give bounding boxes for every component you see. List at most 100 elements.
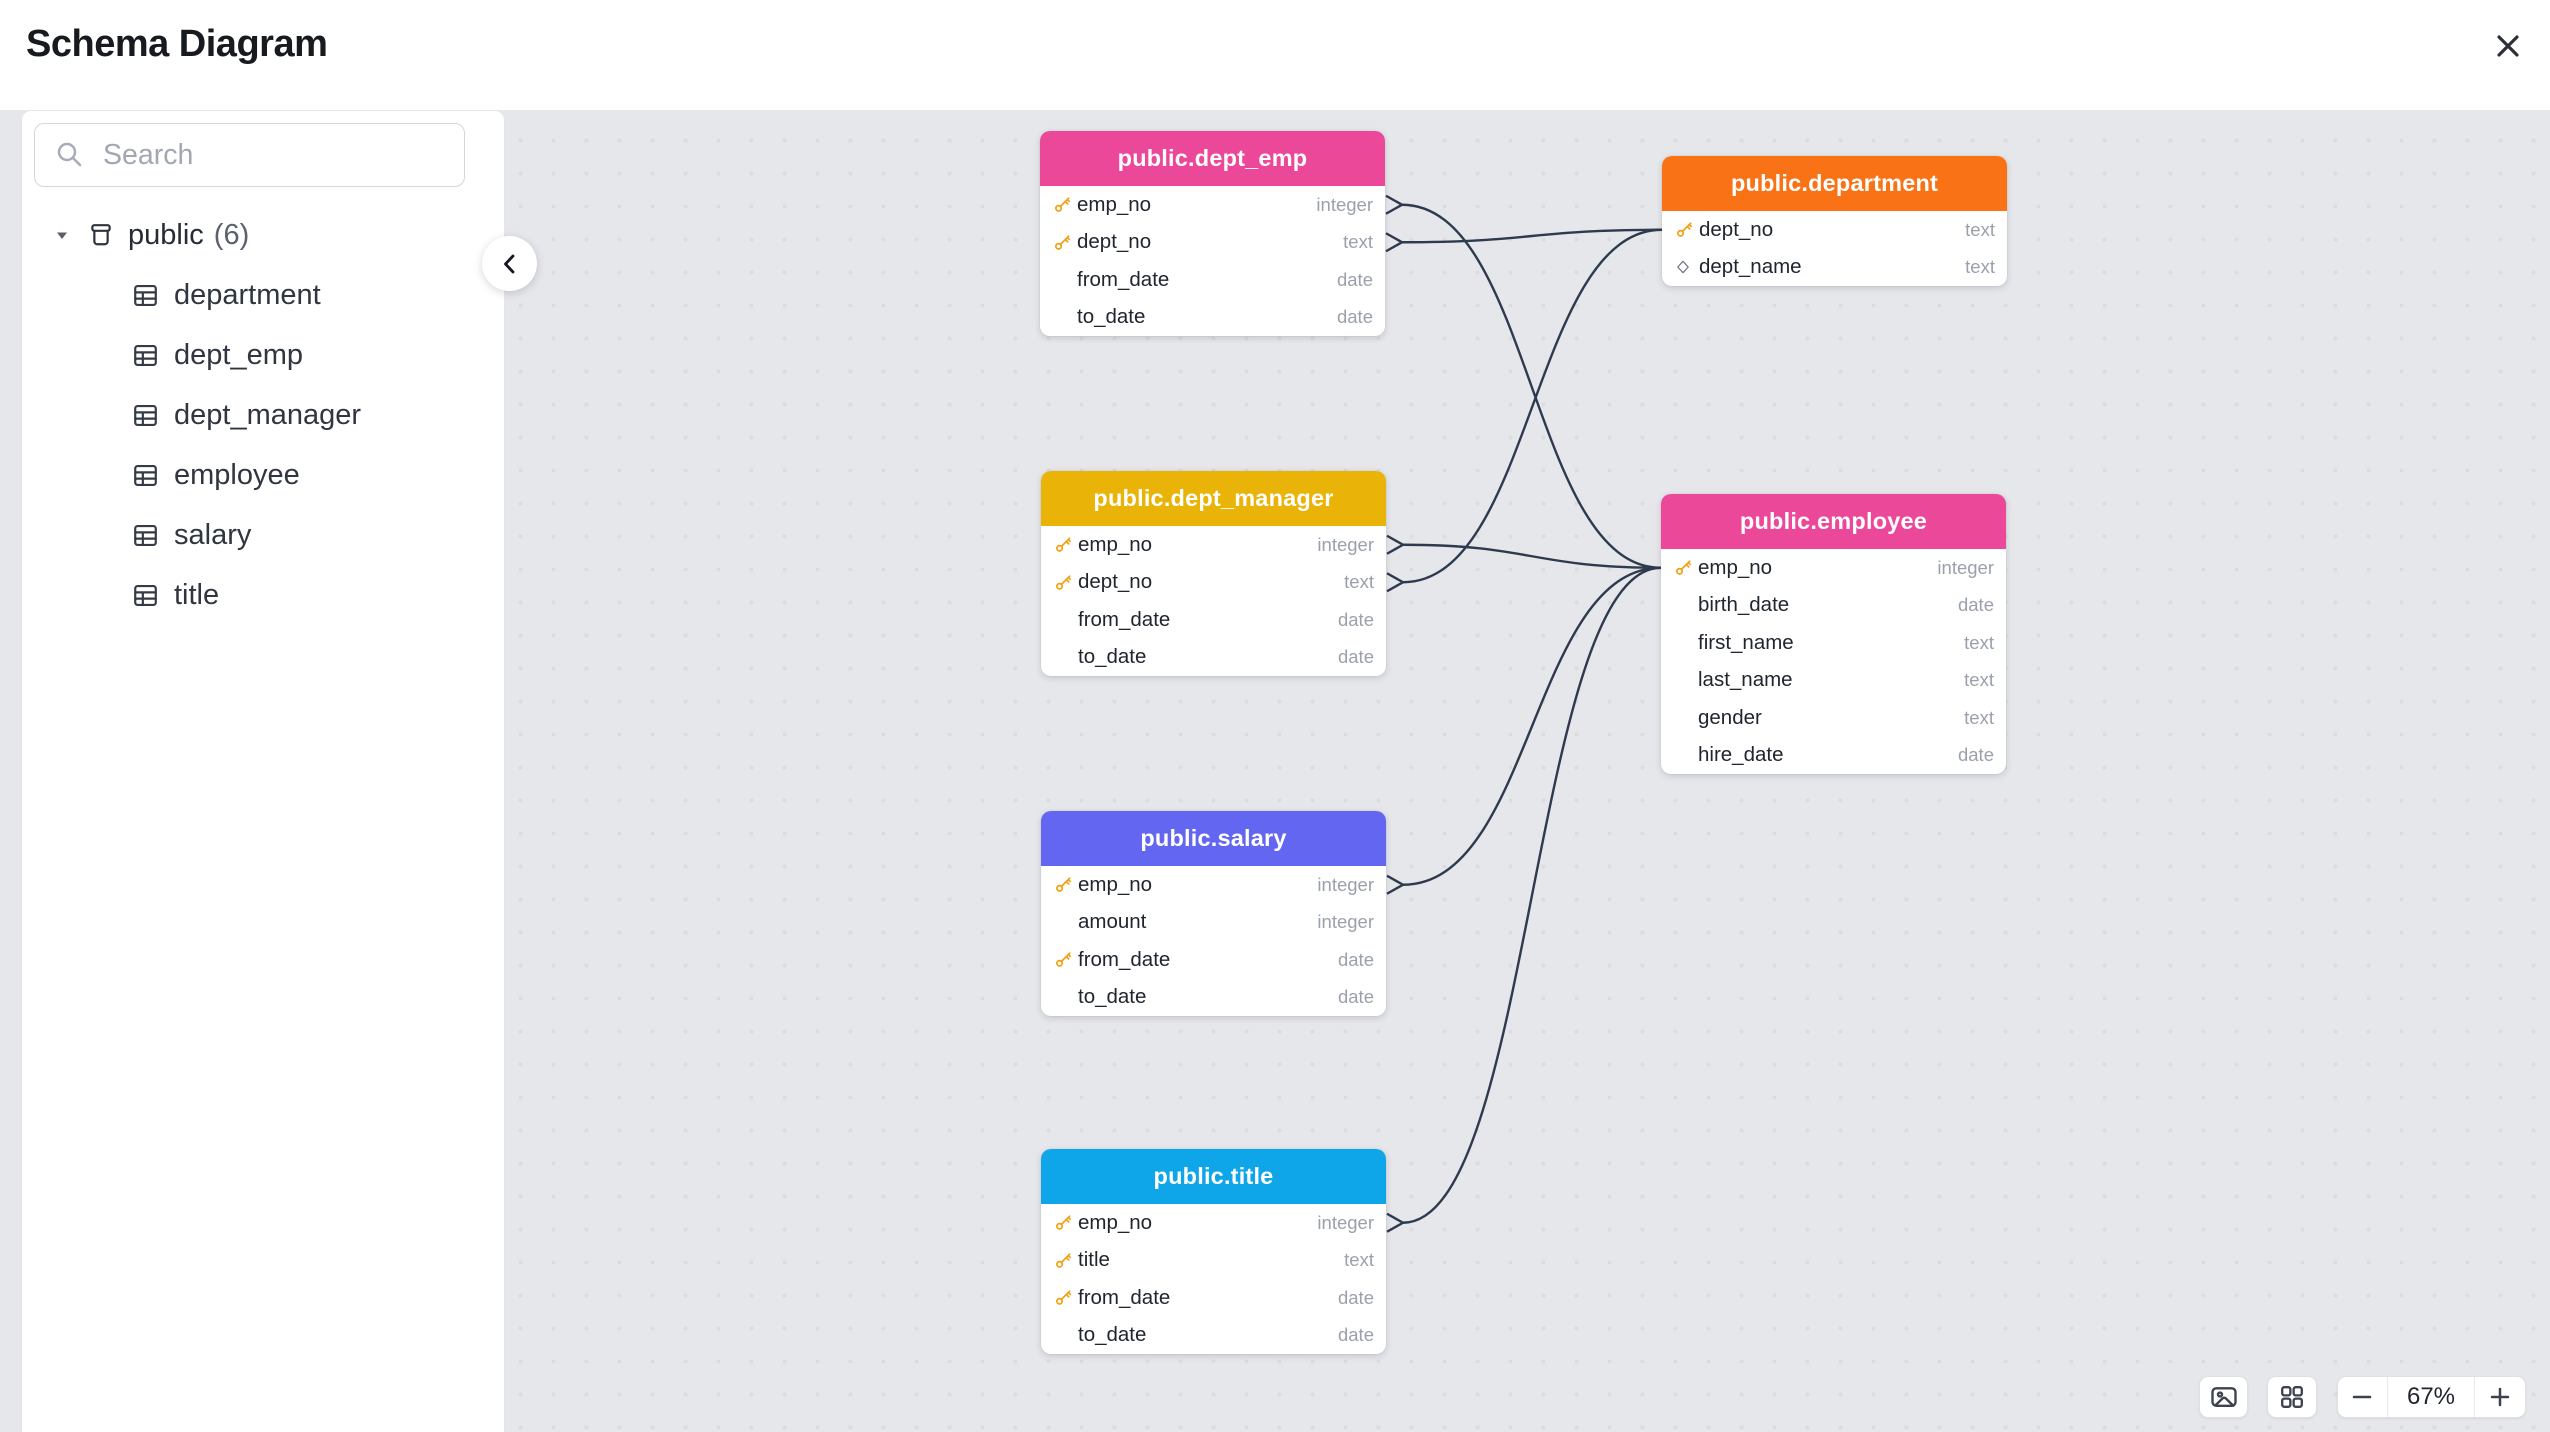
key-icon (1056, 1253, 1072, 1268)
column-type: text (1964, 669, 1994, 691)
table-icon (134, 464, 157, 486)
column-name: emp_no (1077, 192, 1152, 216)
column-row-employee-last_name: last_name text (1661, 662, 2006, 700)
empty-icon-slot (1054, 987, 1078, 1007)
table-header-dept_emp: public.dept_emp (1040, 131, 1385, 186)
edge-title.emp_no-to-employee.emp_no (1386, 566, 1662, 1233)
empty-icon-slot (1054, 912, 1078, 932)
export-image-button[interactable] (2199, 1376, 2248, 1418)
key-icon (1056, 537, 1072, 553)
column-name: emp_no (1078, 532, 1153, 556)
plus-icon (2490, 1387, 2510, 1407)
zoom-in-button[interactable] (2475, 1377, 2525, 1417)
zoom-divider (2473, 1377, 2476, 1417)
empty-icon-slot (1674, 708, 1698, 728)
key-icon-slot (1054, 1288, 1078, 1308)
sidebar-item-label: title (174, 578, 220, 611)
column-type: date (1336, 268, 1373, 290)
schema-tree: public (6) department dept_emp dept_manage… (22, 205, 504, 625)
column-name: title (1078, 1248, 1110, 1272)
edge-dept_emp.dept_no-to-department.dept_no (1385, 228, 1663, 253)
column-name: first_name (1698, 630, 1794, 654)
schema-label: public (128, 218, 204, 251)
key-icon (1056, 575, 1072, 590)
sidebar-item-dept_manager[interactable]: dept_manager (22, 385, 504, 445)
column-type: date (1337, 646, 1374, 668)
table-icon (134, 584, 157, 606)
column-type: text (1964, 631, 1994, 653)
column-name: last_name (1698, 668, 1793, 692)
column-name: dept_name (1699, 255, 1802, 279)
column-row-employee-first_name: first_name text (1661, 624, 2006, 662)
sidebar-collapse-button[interactable] (482, 236, 537, 291)
table-icon-wrap (131, 581, 160, 610)
layout-grid-icon (2281, 1386, 2303, 1408)
column-name: to_date (1078, 1323, 1147, 1347)
tree-item-public-schema[interactable]: public (6) (22, 205, 504, 265)
key-icon-slot (1054, 950, 1078, 970)
empty-icon-slot (1053, 270, 1077, 290)
sidebar-item-label: salary (174, 518, 252, 551)
table-icon-wrap (131, 401, 160, 430)
table-icon-wrap (131, 281, 160, 310)
key-icon-slot (1053, 195, 1077, 215)
sidebar-item-label: department (174, 278, 321, 311)
column-name: from_date (1078, 947, 1171, 971)
column-name: dept_no (1699, 217, 1774, 241)
column-row-salary-emp_no: emp_no integer (1041, 866, 1386, 904)
table-icon (134, 284, 157, 306)
zoom-divider (2386, 1377, 2389, 1417)
column-name: gender (1698, 705, 1762, 729)
column-type: integer (1317, 911, 1374, 933)
key-icon-slot (1054, 572, 1078, 592)
image-icon (2210, 1387, 2237, 1407)
zoom-control: 67% (2337, 1376, 2526, 1418)
auto-layout-button[interactable] (2267, 1376, 2317, 1418)
column-type: date (1336, 306, 1373, 328)
column-type: date (1337, 1286, 1374, 1308)
sidebar-item-department[interactable]: department (22, 265, 504, 325)
key-icon (1056, 1215, 1072, 1231)
column-name: to_date (1078, 645, 1147, 669)
search-input[interactable] (101, 137, 448, 173)
column-name: to_date (1077, 305, 1146, 329)
table-header-employee: public.employee (1661, 494, 2006, 549)
zoom-level: 67% (2406, 1383, 2456, 1410)
schema-box-icon (87, 221, 115, 249)
zoom-out-button[interactable] (2338, 1377, 2387, 1417)
minus-icon (2353, 1395, 2372, 1399)
edge-dept_emp.emp_no-to-employee.emp_no (1385, 194, 1662, 569)
search-box (34, 123, 465, 187)
caret-down-icon[interactable] (52, 225, 72, 245)
column-type: text (1344, 571, 1374, 593)
empty-icon-slot (1674, 670, 1698, 690)
diamond-icon (1677, 260, 1689, 274)
close-icon (2497, 35, 2519, 57)
sidebar-item-salary[interactable]: salary (22, 505, 504, 565)
column-type: integer (1317, 873, 1374, 895)
column-type: integer (1317, 1211, 1374, 1233)
column-type: date (1337, 986, 1374, 1008)
column-name: emp_no (1078, 872, 1153, 896)
column-name: emp_no (1698, 555, 1773, 579)
sidebar-item-employee[interactable]: employee (22, 445, 504, 505)
close-button[interactable] (2482, 20, 2534, 72)
sidebar-item-dept_emp[interactable]: dept_emp (22, 325, 504, 385)
sidebar-item-title[interactable]: title (22, 565, 504, 625)
sidebar-item-label: dept_emp (174, 338, 303, 371)
